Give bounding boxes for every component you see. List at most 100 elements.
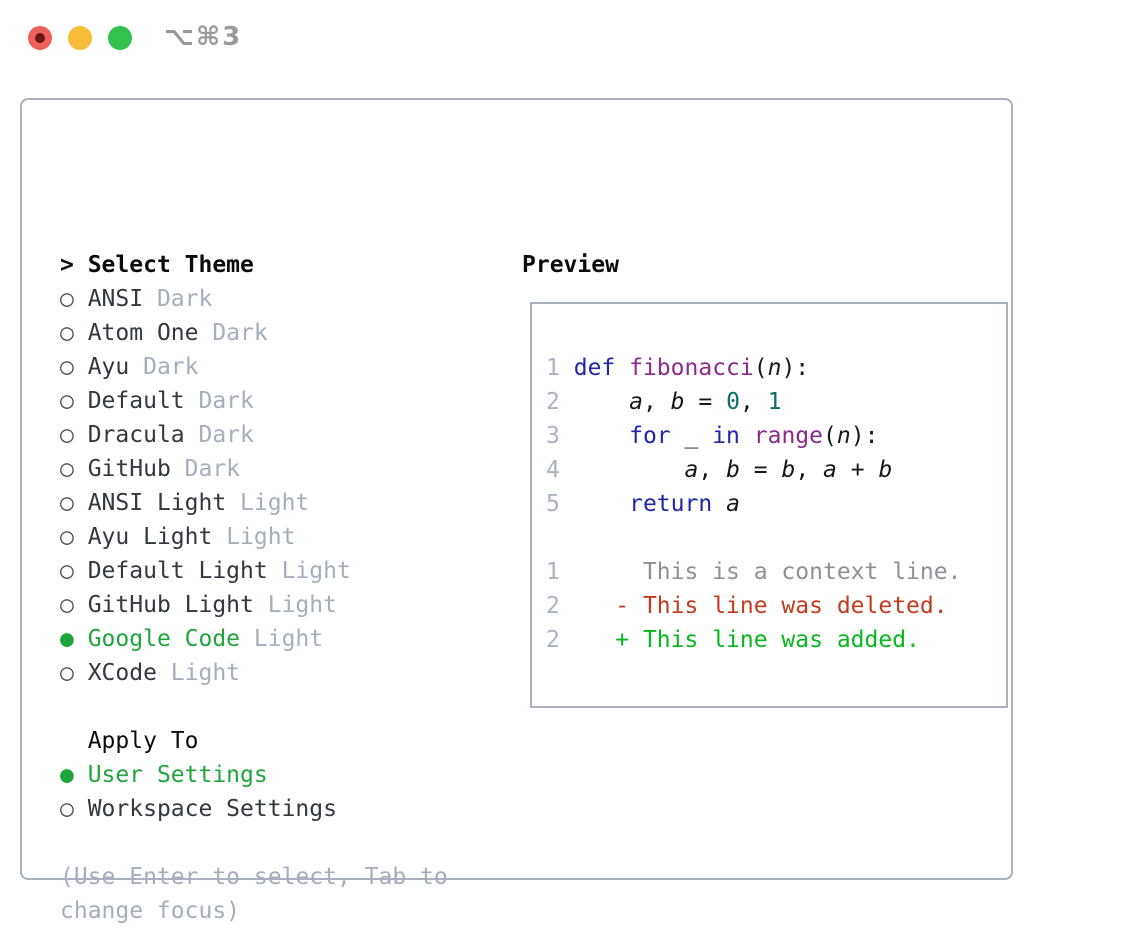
theme-variant-tag: Dark: [184, 388, 254, 414]
theme-variant-tag: Dark: [129, 354, 199, 380]
token-plain: a: [726, 491, 740, 517]
radio-icon: ○: [60, 796, 74, 822]
select-theme-title: Select Theme: [87, 252, 254, 278]
token-plain: b: [878, 457, 893, 483]
theme-name: GitHub Light: [73, 592, 254, 618]
code-line-1: 1 def fibonacci(n):: [546, 355, 809, 381]
line-number: 2: [546, 627, 560, 653]
theme-option-xcode-light[interactable]: ○ XCode Light: [60, 660, 240, 686]
token-plain: (: [753, 355, 768, 381]
token-plain: ,: [642, 389, 671, 415]
theme-name: Default: [73, 388, 185, 414]
token-plain: a: [823, 457, 837, 483]
radio-icon: ○: [60, 558, 74, 584]
theme-option-github-dark[interactable]: ○ GitHub Dark: [60, 456, 240, 482]
token-plain: b: [670, 389, 685, 415]
apply-option-user-settings[interactable]: ● User Settings: [60, 762, 268, 788]
theme-option-default-dark[interactable]: ○ Default Dark: [60, 388, 254, 414]
theme-variant-tag: Dark: [198, 320, 268, 346]
token-plain: (: [823, 423, 837, 449]
close-button[interactable]: [28, 26, 52, 50]
radio-icon: ○: [60, 388, 74, 414]
token-plain: b: [726, 457, 740, 483]
token-keyword: def: [573, 355, 630, 381]
apply-option-label: User Settings: [73, 762, 268, 788]
token-plain: =: [684, 389, 727, 415]
theme-option-dracula-dark[interactable]: ○ Dracula Dark: [60, 422, 254, 448]
token-plain: a: [629, 389, 643, 415]
theme-option-google-code-light[interactable]: ● Google Code Light: [60, 626, 323, 652]
token-plain: =: [739, 457, 782, 483]
token-plain: [574, 491, 629, 517]
token-plain: ,: [795, 457, 824, 483]
token-plain: n: [836, 423, 851, 449]
theme-picker-panel: > Select Theme ○ ANSI Dark ○ Atom One Da…: [20, 98, 1013, 924]
theme-variant-tag: Light: [253, 592, 337, 618]
theme-variant-tag: Light: [240, 626, 324, 652]
line-number: 5: [546, 491, 560, 517]
radio-icon: ○: [60, 354, 74, 380]
radio-selected-icon: ●: [60, 626, 74, 652]
token-plain: b: [781, 457, 796, 483]
window-titlebar: ⌥⌘3: [0, 0, 1140, 76]
radio-selected-icon: ●: [60, 762, 74, 788]
theme-variant-tag: Dark: [170, 456, 241, 482]
theme-name: Dracula: [73, 422, 185, 448]
token-plain: +: [836, 457, 879, 483]
theme-variant-tag: Light: [156, 660, 241, 686]
line-number: 1: [546, 355, 560, 381]
token-added: + This line was added.: [573, 627, 920, 653]
code-line-2: 2 a, b = 0, 1: [546, 389, 782, 415]
window-title: ⌥⌘3: [164, 22, 243, 52]
token-plain: [574, 423, 629, 449]
token-keyword: in: [712, 423, 740, 449]
line-number: 2: [546, 593, 560, 619]
theme-option-default-light-light[interactable]: ○ Default Light Light: [60, 558, 351, 584]
token-deleted: - This line was deleted.: [573, 593, 948, 619]
theme-name: Ayu: [73, 354, 130, 380]
radio-icon: ○: [60, 524, 74, 550]
theme-option-ansi-dark[interactable]: ○ ANSI Dark: [60, 286, 212, 312]
token-plain: ):: [781, 355, 810, 381]
theme-name: ANSI: [73, 286, 144, 312]
diff-context-line: 1 This is a context line.: [546, 559, 961, 585]
token-plain: a: [684, 457, 699, 483]
cursor-icon: >: [60, 252, 88, 278]
zoom-button[interactable]: [108, 26, 132, 50]
radio-icon: ○: [60, 320, 74, 346]
token-function: fibonacci: [629, 355, 754, 381]
theme-option-github-light-light[interactable]: ○ GitHub Light Light: [60, 592, 337, 618]
theme-variant-tag: Dark: [184, 422, 254, 448]
apply-option-workspace-settings[interactable]: ○ Workspace Settings: [60, 796, 337, 822]
token-plain: [574, 457, 685, 483]
theme-variant-tag: Light: [212, 524, 296, 550]
line-number: 3: [546, 423, 560, 449]
theme-option-atom-one-dark[interactable]: ○ Atom One Dark: [60, 320, 268, 346]
radio-icon: ○: [60, 490, 74, 516]
help-text: (Use Enter to select, Tab to change focu…: [60, 864, 448, 924]
preview-code: 1 def fibonacci(n): 2 a, b = 0, 1 3 for …: [546, 351, 1006, 657]
theme-selector-column: > Select Theme ○ ANSI Dark ○ Atom One Da…: [60, 248, 448, 928]
diff-deleted-line: 2 - This line was deleted.: [546, 593, 948, 619]
theme-option-ayu-light-light[interactable]: ○ Ayu Light Light: [60, 524, 295, 550]
code-line-4: 4 a, b = b, a + b: [546, 457, 892, 483]
code-line-5: 5 return a: [546, 491, 740, 517]
theme-name: Google Code: [73, 626, 241, 652]
apply-option-label: Workspace Settings: [73, 796, 337, 822]
theme-name: GitHub: [73, 456, 171, 482]
token-literal: 1: [767, 389, 782, 415]
radio-icon: ○: [60, 456, 74, 482]
preview-header: Preview: [522, 252, 619, 278]
theme-variant-tag: Light: [267, 558, 351, 584]
select-theme-header: > Select Theme: [60, 252, 254, 278]
theme-name: XCode: [73, 660, 157, 686]
theme-option-ayu-dark[interactable]: ○ Ayu Dark: [60, 354, 199, 380]
token-plain: ):: [850, 423, 879, 449]
token-literal: 0: [726, 389, 740, 415]
minimize-button[interactable]: [68, 26, 92, 50]
token-plain: ,: [698, 457, 727, 483]
token-plain: ,: [739, 389, 768, 415]
token-function: range: [753, 423, 824, 449]
theme-option-ansi-light-light[interactable]: ○ ANSI Light Light: [60, 490, 309, 516]
